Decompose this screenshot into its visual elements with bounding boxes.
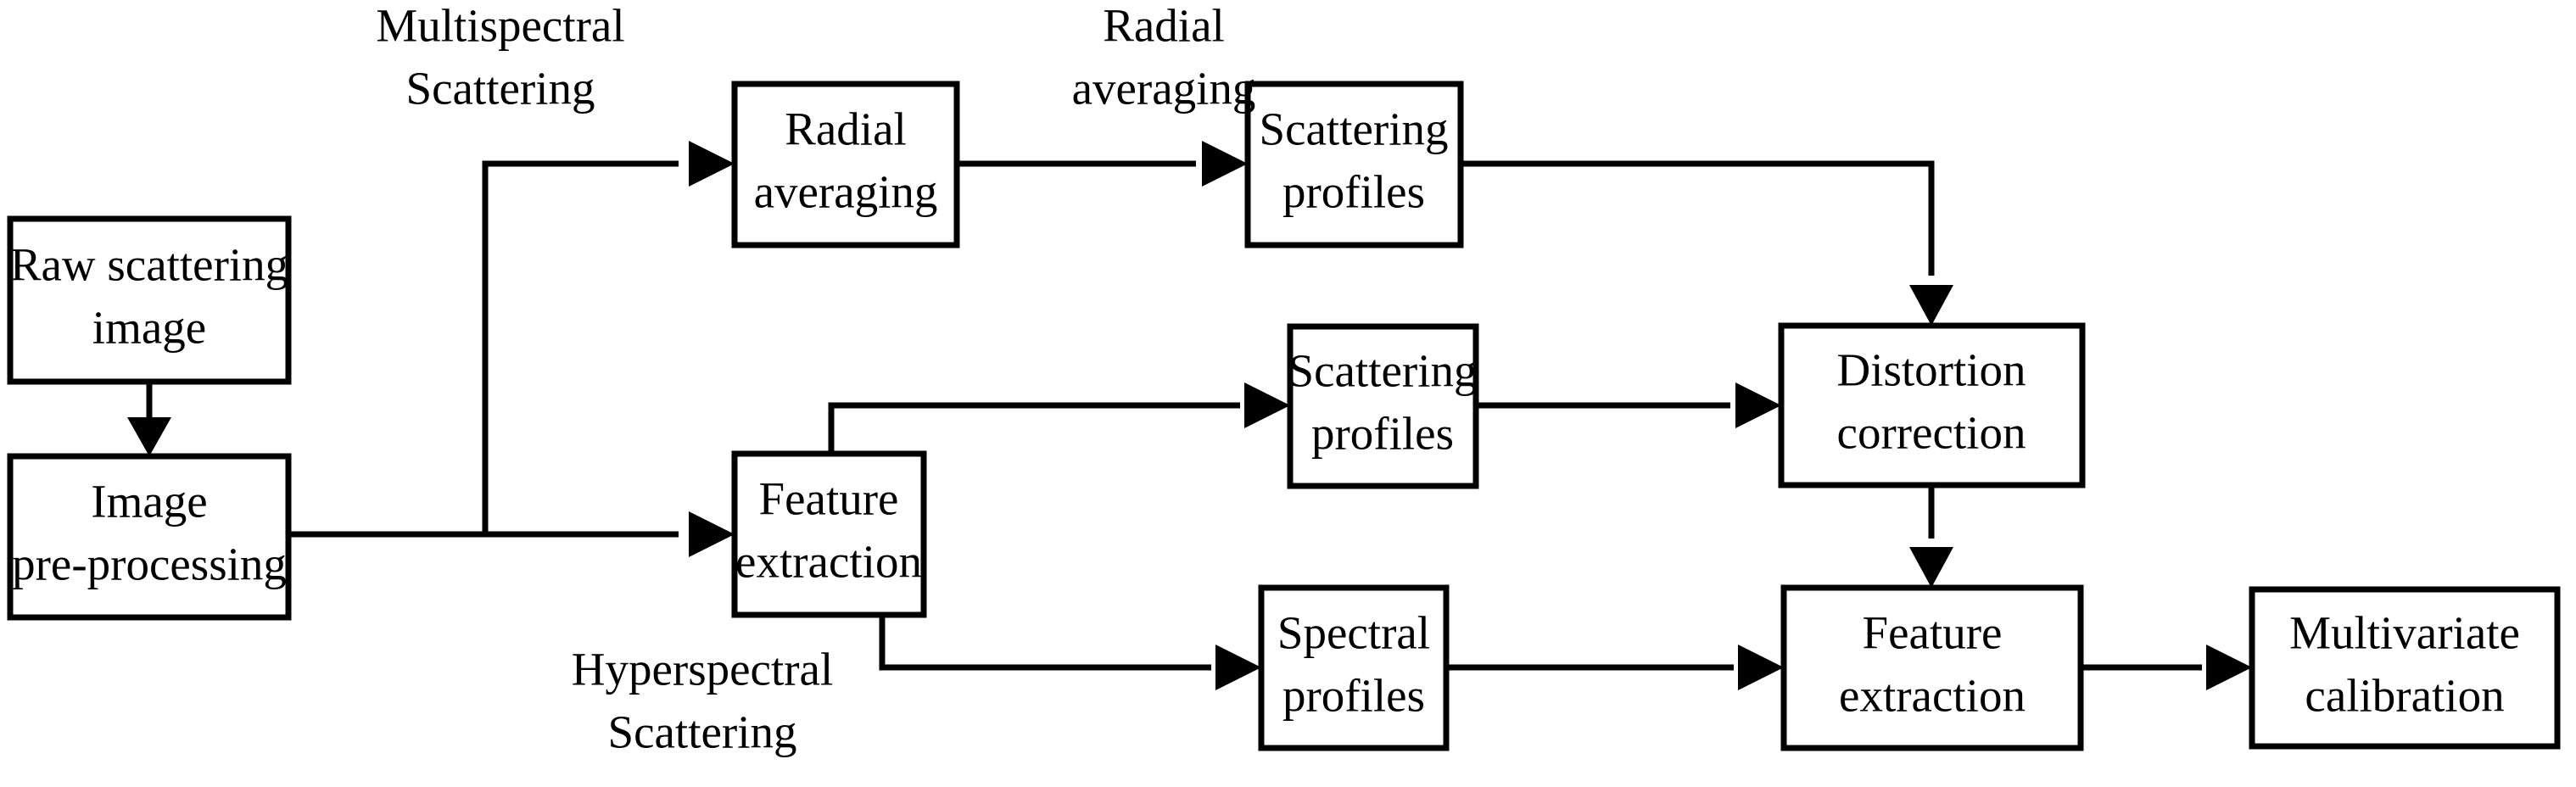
arrow-head-down-icon [1909,547,1953,588]
edge-preprocessing-to-radial-averaging [288,141,735,538]
edge-path [288,160,679,538]
edge-path [1461,160,1935,276]
edge-label-line1: Radial [1103,0,1225,52]
node-label-line2: image [92,302,206,354]
arrow-head-right-icon [689,511,735,557]
edge-label-line2: Scattering [608,706,797,758]
node-box[interactable] [1287,323,1479,489]
edge-preprocessing-to-feature-extraction-left [288,511,735,557]
arrow-head-right-icon [1202,141,1248,187]
edge-distortion-correction-to-feature-extraction-right [1909,485,1953,588]
node-label-line1: Feature [1863,607,2003,659]
node-box[interactable] [7,215,292,385]
node-radial-averaging[interactable]: Radial averaging [731,81,960,248]
node-image-pre-processing[interactable]: Image pre-processing [7,453,292,621]
edge-scattering-profiles-mid-to-distortion-correction [1476,382,1781,428]
edge-label-line1: Hyperspectral [572,644,833,695]
edge-spectral-profiles-to-feature-extraction-right [1446,645,1784,690]
edge-feature-extraction-left-to-scattering-profiles-mid [828,382,1290,454]
node-raw-scattering-image[interactable]: Raw scattering image [7,215,292,385]
arrow-head-down-icon [1909,285,1953,326]
arrow-head-down-icon [127,417,171,456]
edge-label-hyperspectral-scattering: Hyperspectral Scattering [572,644,833,758]
arrow-head-right-icon [689,141,735,187]
node-label-line2: profiles [1282,166,1425,218]
node-label-line2: correction [1837,407,2026,459]
edge-feature-extraction-left-to-spectral-profiles [879,615,1261,690]
node-label-line1: Radial [785,103,907,155]
node-label-line1: Scattering [1288,345,1478,397]
arrow-head-right-icon [1244,382,1290,428]
edge-path [879,615,1211,671]
node-box[interactable] [1780,584,2084,751]
node-label-line2: profiles [1282,670,1425,722]
edge-raw-image-to-preprocessing [127,382,171,456]
node-box[interactable] [1244,81,1464,248]
node-label-line1: Multivariate [2289,607,2520,659]
edge-label-radial-averaging: Radial averaging [1072,0,1256,114]
edge-radial-averaging-to-scattering-profiles-top [957,141,1248,187]
edge-label-line2: averaging [1072,63,1256,114]
node-box[interactable] [731,81,960,248]
edge-scattering-profiles-top-to-distortion-correction [1461,160,1953,326]
node-box[interactable] [731,450,927,618]
arrow-head-right-icon [1215,645,1261,690]
node-label-line2: pre-processing [12,539,287,590]
node-label-line1: Feature [759,473,899,525]
node-label-line2: averaging [754,166,938,218]
node-spectral-profiles[interactable]: Spectral profiles [1258,584,1450,751]
edge-label-line1: Multispectral [376,0,624,52]
node-label-line1: Spectral [1277,607,1430,659]
arrow-head-right-icon [1735,382,1781,428]
node-label-line2: calibration [2305,670,2504,722]
node-label-line1: Scattering [1260,103,1449,155]
node-distortion-correction[interactable]: Distortion correction [1778,322,2086,488]
node-box[interactable] [7,453,292,621]
node-box[interactable] [1778,322,2086,488]
arrow-head-right-icon [2206,645,2252,690]
node-label-line1: Image [91,476,207,527]
node-label-line2: extraction [735,536,922,588]
node-feature-extraction-left[interactable]: Feature extraction [731,450,927,618]
edge-label-line2: Scattering [406,63,595,114]
node-box[interactable] [2249,586,2561,750]
node-feature-extraction-right[interactable]: Feature extraction [1780,584,2084,751]
node-box[interactable] [1258,584,1450,751]
node-multivariate-calibration[interactable]: Multivariate calibration [2249,586,2561,750]
node-label-line1: Raw scattering [10,239,288,291]
node-label-line1: Distortion [1836,344,2026,396]
edge-path [828,402,1240,454]
node-scattering-profiles-top[interactable]: Scattering profiles [1244,81,1464,248]
arrow-head-right-icon [1738,645,1784,690]
node-scattering-profiles-mid[interactable]: Scattering profiles [1287,323,1479,489]
edge-feature-extraction-right-to-multivariate-calibration [2081,645,2252,690]
node-label-line2: profiles [1311,408,1454,460]
node-label-line2: extraction [1839,670,2026,722]
edge-label-multispectral-scattering: Multispectral Scattering [376,0,624,114]
